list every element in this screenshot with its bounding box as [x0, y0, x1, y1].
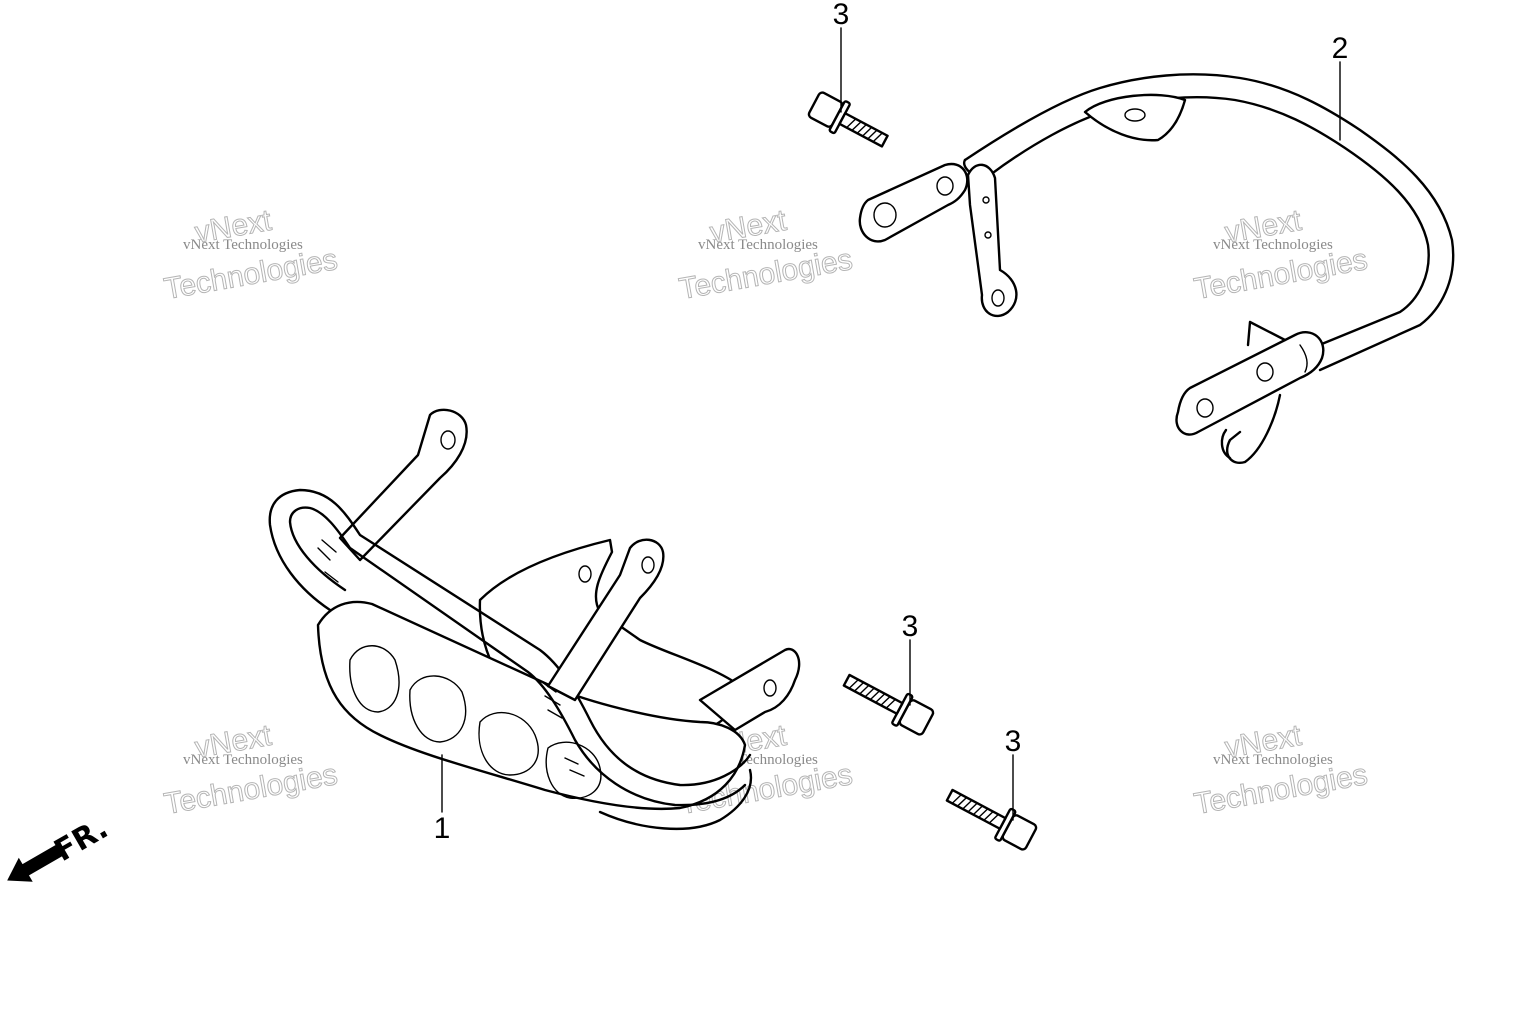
- part-1-front-bumper: [268, 408, 801, 831]
- callout-1: 1: [434, 754, 451, 845]
- part-2-rear-grab-bar: [858, 73, 1455, 465]
- svg-text:vNext Technologies: vNext Technologies: [1213, 237, 1333, 253]
- watermark-bottom-right: Technologies vNext vNext Technologies: [1191, 718, 1370, 821]
- part-3-bolt-low: [945, 788, 1038, 851]
- svg-text:3: 3: [833, 0, 850, 31]
- svg-text:1: 1: [434, 812, 451, 845]
- watermark-top-center: Technologies vNext vNext Technologies: [676, 203, 855, 306]
- svg-text:3: 3: [902, 610, 919, 643]
- svg-text:2: 2: [1332, 32, 1349, 65]
- front-direction-indicator: FR.: [7, 811, 115, 882]
- watermark-top-left: Technologies vNext vNext Technologies: [161, 203, 340, 306]
- svg-text:FR.: FR.: [49, 811, 115, 869]
- watermark-bottom-left: Technologies vNext vNext Technologies: [161, 718, 340, 821]
- part-3-bolt-mid: [842, 673, 935, 736]
- callout-3-top: 3: [833, 0, 850, 113]
- callout-2: 2: [1332, 32, 1349, 141]
- svg-text:vNext Technologies: vNext Technologies: [183, 237, 303, 253]
- callout-3-low: 3: [1005, 725, 1022, 821]
- callout-3-mid: 3: [902, 610, 919, 706]
- svg-text:3: 3: [1005, 725, 1022, 758]
- part-3-bolt-top: [807, 91, 889, 148]
- front-direction-arrow-icon: [7, 843, 66, 882]
- svg-text:vNext Technologies: vNext Technologies: [183, 752, 303, 768]
- svg-text:vNext Technologies: vNext Technologies: [698, 237, 818, 253]
- svg-text:vNext Technologies: vNext Technologies: [1213, 752, 1333, 768]
- watermark-top-right: Technologies vNext vNext Technologies: [1191, 203, 1370, 306]
